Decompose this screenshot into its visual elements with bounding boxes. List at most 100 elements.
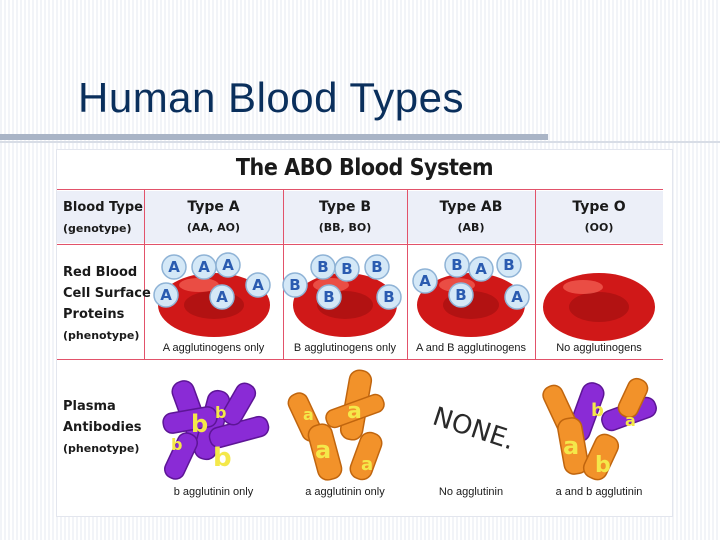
- antigen-marker: B: [364, 254, 390, 280]
- title-underline-thin: [0, 141, 720, 143]
- antigen-marker: A: [504, 284, 530, 310]
- type-a-antigen-caption: A agglutinogens only: [162, 342, 265, 354]
- antibody-shapes: [287, 369, 385, 481]
- antigen-label: A: [511, 288, 523, 306]
- grid-line-middle: [57, 359, 663, 360]
- type-b-header: Type B: [318, 199, 372, 215]
- row-label-rbc: Red Blood Cell Surface Proteins (phenoty…: [63, 262, 151, 346]
- antigen-marker: B: [334, 256, 360, 282]
- grid-line-col-2: [283, 189, 284, 359]
- row-label-rbc-line1: Red Blood: [63, 265, 138, 280]
- antigen-marker: B: [316, 284, 342, 310]
- antigen-label: A: [222, 256, 234, 274]
- none-label: NONE.: [429, 402, 518, 457]
- row-label-rbc-line2: Cell Surface: [63, 286, 151, 301]
- type-ab-antigen-caption: A and B agglutinogens: [415, 342, 527, 354]
- antigen-marker: B: [448, 282, 474, 308]
- type-ab-antibody-caption: No agglutinin: [438, 486, 504, 498]
- antibody-letters: b a a b: [563, 400, 636, 478]
- antigen-marker: A: [161, 254, 187, 280]
- antigen-label: B: [323, 288, 334, 306]
- type-ab-antibodies: NONE.: [429, 402, 518, 457]
- antigen-label: A: [160, 286, 172, 304]
- grid-line-col-1: [144, 189, 145, 359]
- antigen-label: B: [451, 256, 462, 274]
- antigen-label: A: [168, 258, 180, 276]
- grid-line-header: [57, 244, 663, 245]
- grid-line-top: [57, 189, 663, 190]
- antibody-label: b: [591, 400, 604, 421]
- row-label-plasma-line2: Antibodies: [63, 420, 142, 435]
- antigen-marker: A: [468, 256, 494, 282]
- antigen-marker: B: [496, 252, 522, 278]
- grid-line-col-4: [535, 189, 536, 359]
- antibody-label: a: [303, 405, 314, 424]
- antibody-label: b: [171, 435, 182, 454]
- row-label-genotype: (genotype): [63, 222, 132, 235]
- antigen-label: A: [475, 260, 487, 278]
- antigen-label: A: [198, 258, 210, 276]
- antigen-marker: B: [282, 272, 308, 298]
- type-ab-header: Type AB: [439, 199, 503, 215]
- type-ab-genotype: (AB): [457, 221, 485, 234]
- type-b-antibodies: a a a a: [287, 369, 385, 481]
- antibody-label: a: [563, 432, 579, 460]
- type-ab-antigens: A B A B A B: [412, 252, 530, 310]
- antigen-marker: A: [191, 254, 217, 280]
- type-o-header: Type O: [572, 199, 626, 215]
- row-label-rbc-sub: (phenotype): [63, 329, 140, 342]
- red-cell-highlight: [179, 278, 219, 292]
- row-label-plasma-sub: (phenotype): [63, 442, 140, 455]
- antibody-letters: b b b b: [171, 403, 232, 473]
- type-a-antigens: A A A A A A: [153, 252, 271, 310]
- type-a-antibody-caption: b agglutinin only: [173, 486, 254, 498]
- type-a-antibodies: b b b b: [162, 380, 270, 480]
- figure-heading: The ABO Blood System: [235, 155, 494, 181]
- antigen-marker: B: [376, 284, 402, 310]
- type-o-antibodies: b a a b: [542, 377, 657, 481]
- type-b-red-cell: B B B B B B: [282, 254, 402, 337]
- antigen-label: A: [216, 288, 228, 306]
- antigen-label: B: [455, 286, 466, 304]
- antibody-shapes: [542, 377, 657, 481]
- type-ab-red-cell: A B A B A B: [412, 252, 530, 337]
- abo-figure: The ABO Blood System Blood Type (genotyp…: [57, 150, 672, 516]
- type-o-antigen-caption: No agglutinogens: [556, 342, 642, 354]
- type-b-antibody-caption: a agglutinin only: [305, 486, 385, 498]
- antigen-label: B: [503, 256, 514, 274]
- antibody-label: b: [213, 443, 232, 473]
- antigen-marker: A: [245, 272, 271, 298]
- row-label-rbc-line3: Proteins: [63, 307, 125, 322]
- type-a-header: Type A: [187, 199, 240, 215]
- antigen-label: A: [252, 276, 264, 294]
- antigen-label: B: [383, 288, 394, 306]
- type-b-genotype: (BB, BO): [318, 221, 372, 234]
- antibody-label: a: [315, 436, 331, 464]
- type-o-genotype: (OO): [584, 221, 614, 234]
- antigen-label: B: [371, 258, 382, 276]
- antibody-shapes: [162, 380, 270, 480]
- red-cell-center: [569, 292, 629, 322]
- antigen-marker: B: [444, 252, 470, 278]
- antibody-label: a: [347, 399, 362, 424]
- antibody-label: b: [595, 453, 611, 478]
- type-o-red-cell: [543, 273, 655, 341]
- type-b-antigen-caption: B agglutinogens only: [293, 342, 397, 354]
- row-label-plasma-line1: Plasma: [63, 399, 116, 414]
- type-o-antibody-caption: a and b agglutinin: [555, 486, 643, 498]
- antibody-label: a: [625, 411, 636, 430]
- antigen-label: B: [289, 276, 300, 294]
- row-label-blood-type: Blood Type (genotype): [63, 197, 143, 239]
- antibody-letters: a a a a: [303, 399, 373, 475]
- type-a-red-cell: A A A A A A: [153, 252, 271, 337]
- type-b-antigens: B B B B B B: [282, 254, 402, 310]
- antibody-label: a: [361, 454, 373, 475]
- slide-title: Human Blood Types: [78, 74, 464, 121]
- header-row-background: [57, 191, 663, 243]
- row-label-blood-type-text: Blood Type: [63, 200, 143, 215]
- row-label-plasma: Plasma Antibodies (phenotype): [63, 396, 142, 459]
- red-cell-highlight: [563, 280, 603, 294]
- antigen-label: A: [419, 272, 431, 290]
- grid-line-col-3: [407, 189, 408, 359]
- title-underline: [0, 134, 548, 140]
